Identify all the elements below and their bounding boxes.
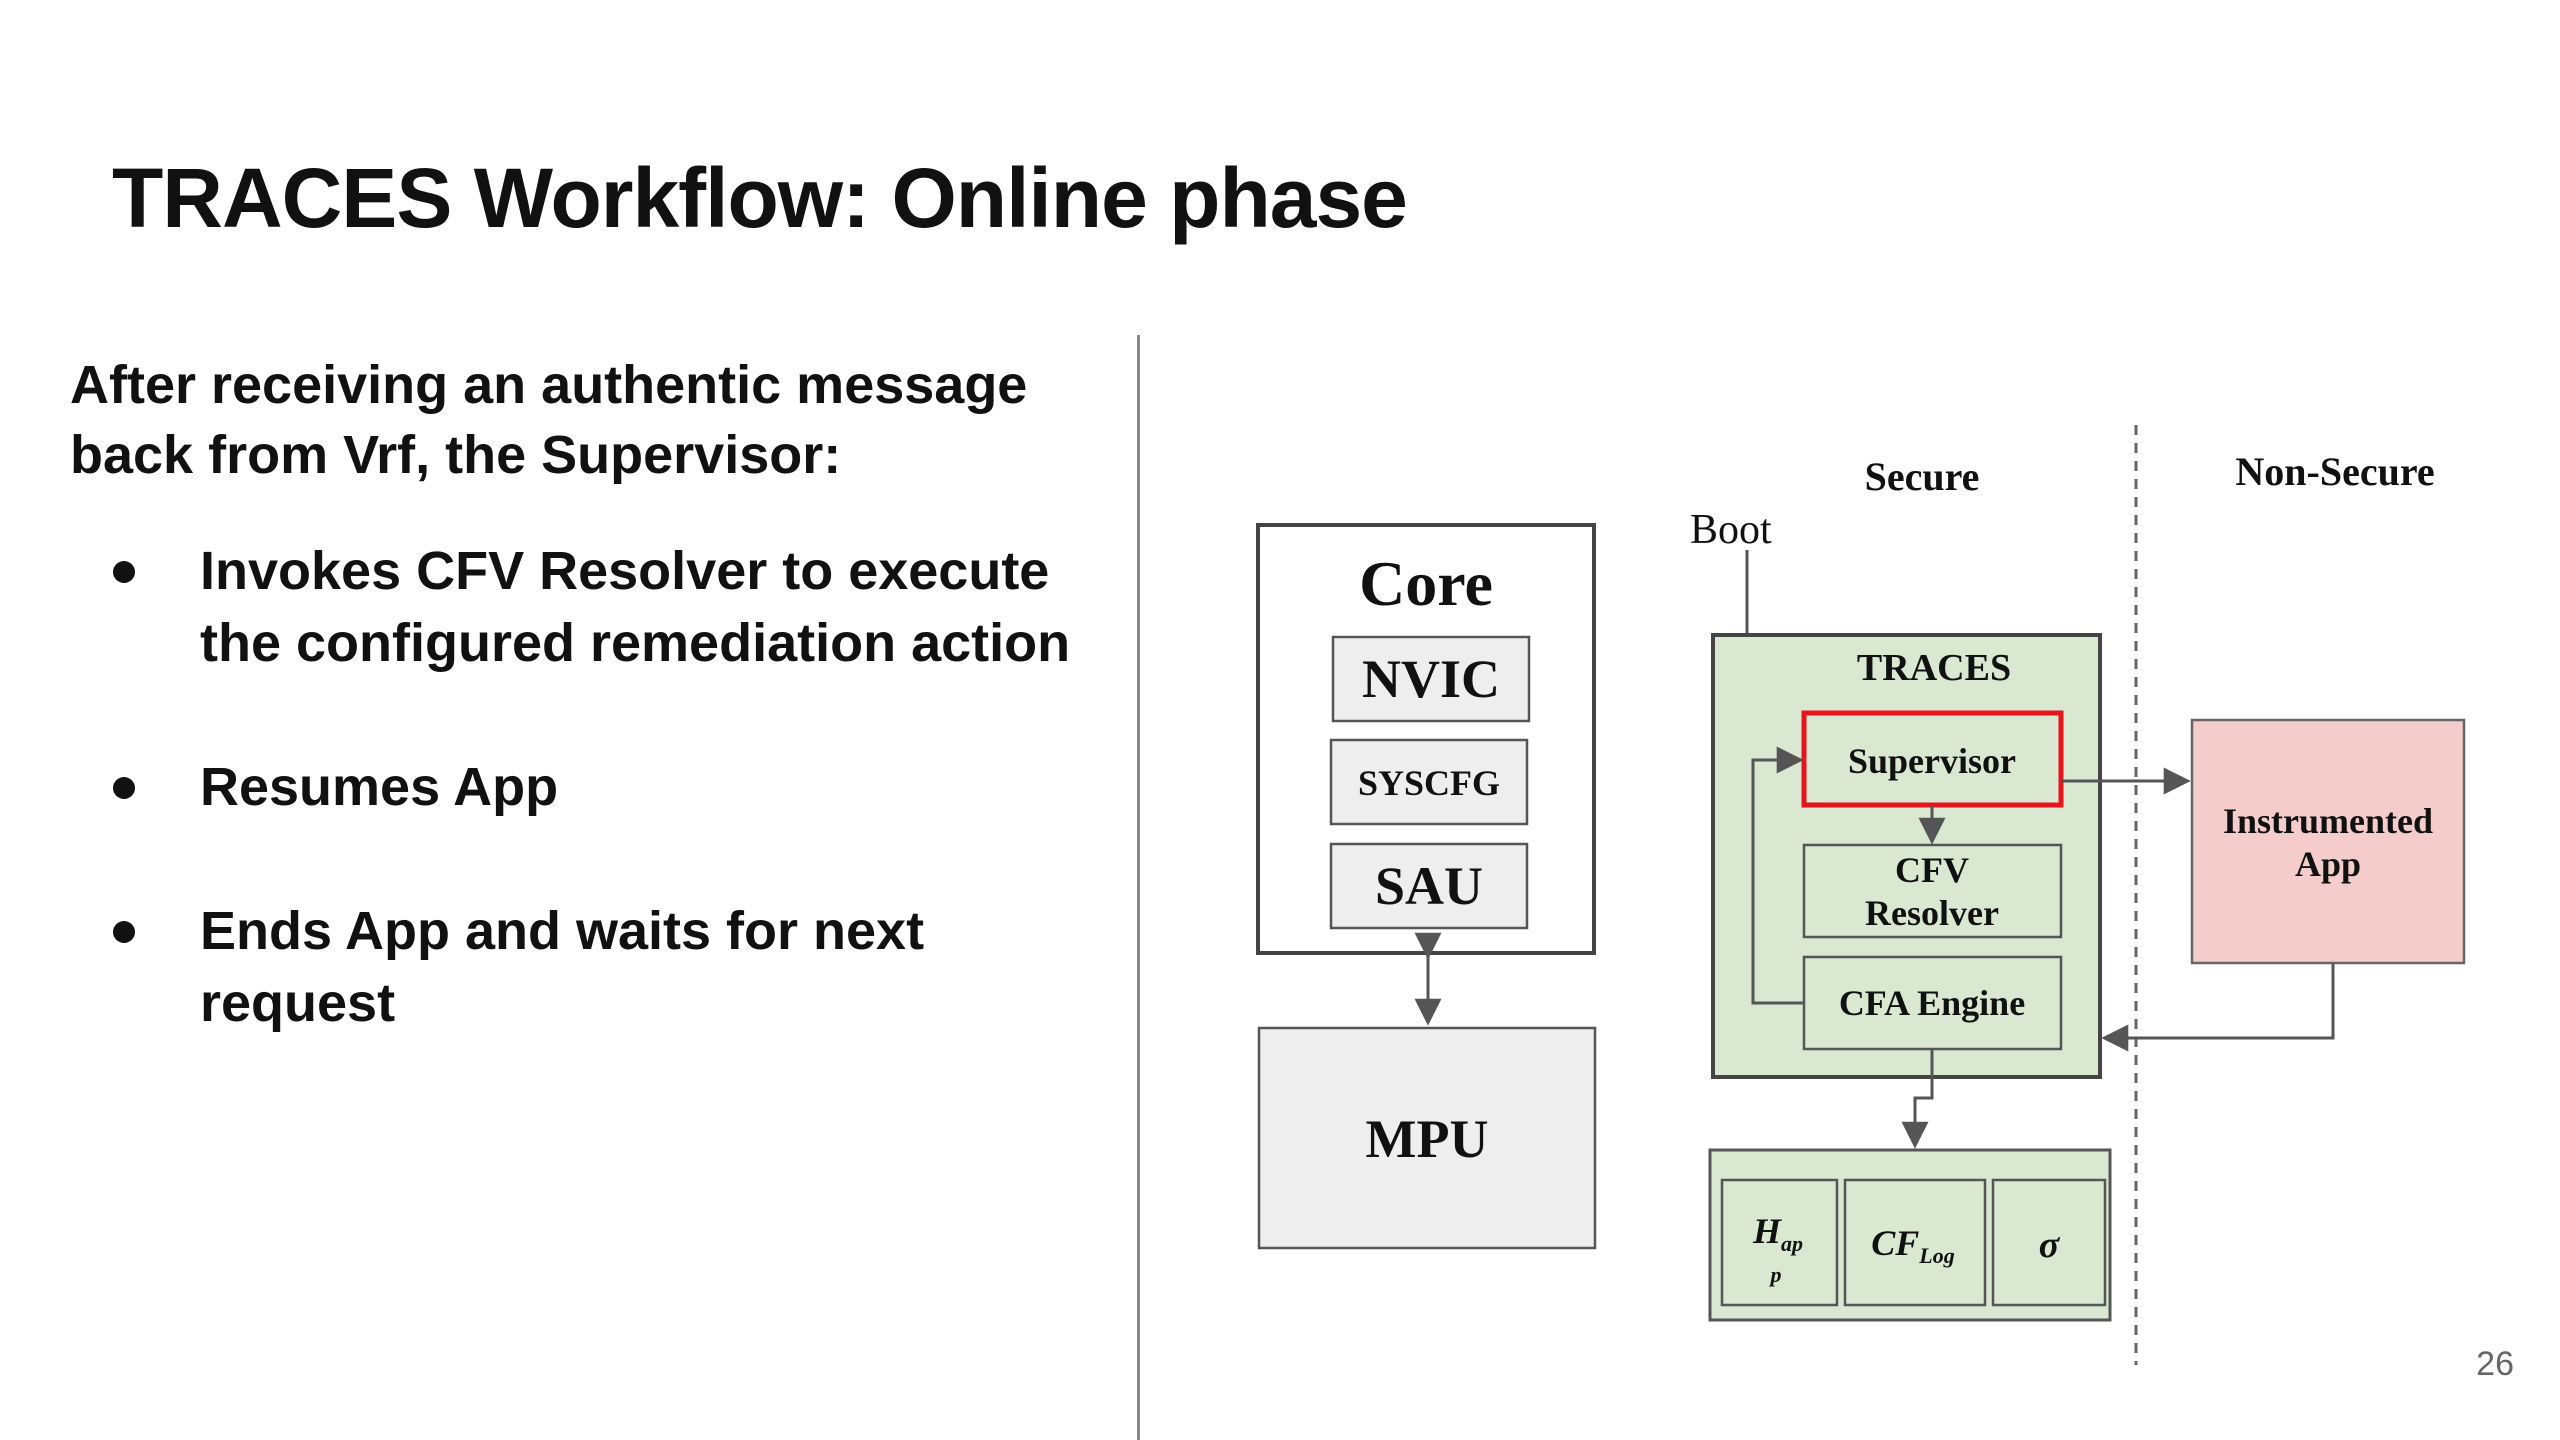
cfa-engine-label: CFA Engine (1839, 983, 2025, 1023)
cfv-resolver-label-line2: Resolver (1865, 893, 1999, 933)
syscfg-label: SYSCFG (1358, 763, 1500, 803)
bullet-text: Resumes App (200, 757, 559, 817)
core-label: Core (1359, 548, 1493, 619)
bullet-text: Invokes CFV Resolver to execute the conf… (200, 541, 1071, 673)
traces-storage-arrow (1901, 1050, 1934, 1149)
cfv-resolver-label-line1: CFV (1895, 850, 1969, 890)
column-divider (1137, 335, 1140, 1440)
hash-label-sub: p (1769, 1262, 1782, 1287)
sigma-label: σ (2039, 1224, 2061, 1266)
bullet-list: Invokes CFV Resolver to execute the conf… (105, 535, 1095, 1111)
nvic-box (1331, 635, 1531, 723)
page-number: 26 (2476, 1345, 2514, 1383)
bullet-item: Ends App and waits for next request (105, 895, 1095, 1039)
boot-label: Boot (1690, 507, 1772, 553)
mpu-label: MPU (1366, 1109, 1489, 1169)
bullet-icon (113, 561, 135, 583)
bullet-icon (113, 777, 135, 799)
cfv-resolver-box (1802, 843, 2063, 939)
intro-text: After receiving an authentic message bac… (70, 355, 1028, 485)
bullet-icon (113, 921, 135, 943)
bullet-item: Resumes App (105, 751, 1095, 823)
syscfg-box (1329, 738, 1529, 826)
supervisor-box (1801, 710, 2064, 808)
sau-label: SAU (1375, 856, 1483, 916)
mpu-box (1257, 1026, 1597, 1250)
bullet-item: Invokes CFV Resolver to execute the conf… (105, 535, 1095, 679)
traces-label: TRACES (1857, 647, 2011, 689)
zone-secure-label: Secure (1865, 454, 1980, 499)
instrumented-app-box (2190, 718, 2466, 965)
zone-nonsecure-label: Non-Secure (2235, 449, 2434, 494)
slide-title: TRACES Workflow: Online phase (112, 151, 1408, 245)
cfa-engine-box (1802, 955, 2063, 1051)
cfa-supervisor-arrow (1751, 746, 1804, 1005)
instrumented-app-label-line1: Instrumented (2223, 801, 2433, 841)
app-traces-arrow (2101, 964, 2335, 1052)
bullet-text: Ends App and waits for next request (200, 901, 925, 1033)
cflog-box (1843, 1178, 1987, 1307)
sigma-box (1991, 1178, 2107, 1307)
supervisor-label: Supervisor (1848, 741, 2016, 781)
nvic-label: NVIC (1362, 649, 1500, 709)
hash-label: Hap (1752, 1211, 1803, 1256)
instrumented-app-label-line2: App (2295, 844, 2361, 884)
sau-box (1329, 842, 1529, 930)
hash-box (1720, 1178, 1839, 1307)
cflog-label: CFLog (1871, 1223, 1954, 1268)
